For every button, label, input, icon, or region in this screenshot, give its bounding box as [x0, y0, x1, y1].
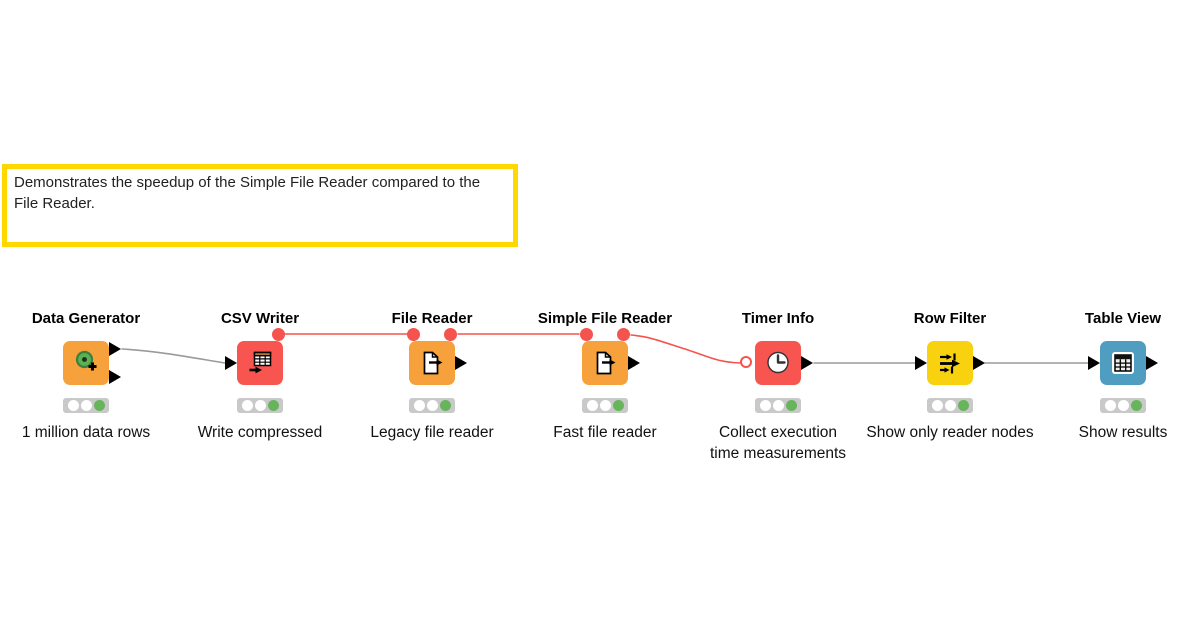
status-light-red [1104, 400, 1116, 411]
node-body[interactable] [1088, 341, 1158, 385]
node-title[interactable]: Table View [1084, 310, 1162, 327]
node-label[interactable]: Collect execution time measurements [709, 424, 847, 462]
node-label[interactable]: 1 million data rows [21, 424, 151, 441]
data-in-port[interactable] [1088, 356, 1100, 370]
flow-var-out-port[interactable] [617, 328, 630, 341]
status-light-yellow [426, 400, 438, 411]
node-simple-file-reader: Simple File Reader Fast file reader [495, 308, 715, 468]
timer-clock-icon [767, 351, 789, 374]
table-view-icon [1112, 352, 1134, 374]
status-light-red [586, 400, 598, 411]
node-title[interactable]: File Reader [391, 310, 473, 327]
status-light-yellow [254, 400, 266, 411]
annotation-text: Demonstrates the speedup of the Simple F… [14, 174, 481, 212]
node-row-filter: Row Filter Show only reader nodes [840, 308, 1060, 468]
node-timer-info: Timer Info Collect execution time measur… [668, 308, 888, 468]
status-light-green [785, 400, 797, 411]
status-light-green [612, 400, 624, 411]
flow-var-in-port[interactable] [407, 328, 420, 341]
connection-simple-file-reader-to-timer-info[interactable] [630, 334, 741, 364]
status-light-red [241, 400, 253, 411]
node-label[interactable]: Show results [1078, 424, 1168, 441]
file-reader-icon [423, 351, 443, 375]
status-light-red [67, 400, 79, 411]
status-light-red [413, 400, 425, 411]
node-body[interactable] [580, 328, 640, 385]
node-body[interactable] [63, 341, 121, 385]
status-traffic-light-executed [237, 398, 283, 413]
status-light-yellow [80, 400, 92, 411]
status-light-yellow [944, 400, 956, 411]
node-csv-writer: CSV Writer Write compressed [150, 308, 370, 468]
node-label[interactable]: Show only reader nodes [866, 424, 1034, 441]
data-out-port[interactable] [973, 356, 985, 370]
data-out-port[interactable] [109, 370, 121, 384]
node-title[interactable]: Timer Info [741, 310, 815, 327]
status-traffic-light-executed [63, 398, 109, 413]
data-out-port[interactable] [628, 356, 640, 370]
node-body[interactable] [740, 341, 813, 385]
data-generator-icon [75, 350, 97, 371]
status-light-green [439, 400, 451, 411]
status-light-yellow [599, 400, 611, 411]
status-light-red [931, 400, 943, 411]
node-label[interactable]: Write compressed [197, 424, 323, 441]
flow-var-in-port[interactable] [580, 328, 593, 341]
node-file-reader: File Reader Legacy file reader [322, 308, 542, 468]
node-title[interactable]: CSV Writer [220, 310, 300, 327]
status-traffic-light-executed [927, 398, 973, 413]
status-traffic-light-executed [582, 398, 628, 413]
node-label[interactable]: Fast file reader [553, 424, 657, 441]
data-out-port[interactable] [109, 342, 121, 356]
data-in-port[interactable] [915, 356, 927, 370]
workflow-annotation[interactable]: Demonstrates the speedup of the Simple F… [2, 164, 518, 247]
csv-writer-icon [249, 351, 272, 374]
status-light-yellow [772, 400, 784, 411]
node-body[interactable] [225, 328, 285, 385]
data-in-port[interactable] [225, 356, 237, 370]
node-label[interactable]: Legacy file reader [370, 424, 494, 441]
data-out-port[interactable] [1146, 356, 1158, 370]
status-light-yellow [1117, 400, 1129, 411]
node-body[interactable] [407, 328, 467, 385]
flow-var-out-port[interactable] [444, 328, 457, 341]
row-filter-icon [940, 353, 960, 374]
status-light-green [957, 400, 969, 411]
status-traffic-light-executed [1100, 398, 1146, 413]
status-traffic-light-executed [755, 398, 801, 413]
data-out-port[interactable] [801, 356, 813, 370]
connection-data-generator-to-csv-writer[interactable] [121, 348, 226, 364]
node-table-view: Table View Show results [1013, 308, 1200, 468]
flow-var-in-hollow-port[interactable] [740, 356, 752, 368]
file-reader-icon [596, 351, 616, 375]
status-light-red [759, 400, 771, 411]
status-light-green [93, 400, 105, 411]
status-light-green [1130, 400, 1142, 411]
node-title[interactable]: Row Filter [913, 310, 987, 327]
node-title[interactable]: Simple File Reader [537, 310, 673, 327]
status-traffic-light-executed [409, 398, 455, 413]
data-out-port[interactable] [455, 356, 467, 370]
node-data-generator: Data Generator 1 million data rows [0, 308, 196, 468]
node-title[interactable]: Data Generator [31, 310, 141, 327]
status-light-green [267, 400, 279, 411]
node-body[interactable] [915, 341, 985, 385]
flow-var-out-port[interactable] [272, 328, 285, 341]
